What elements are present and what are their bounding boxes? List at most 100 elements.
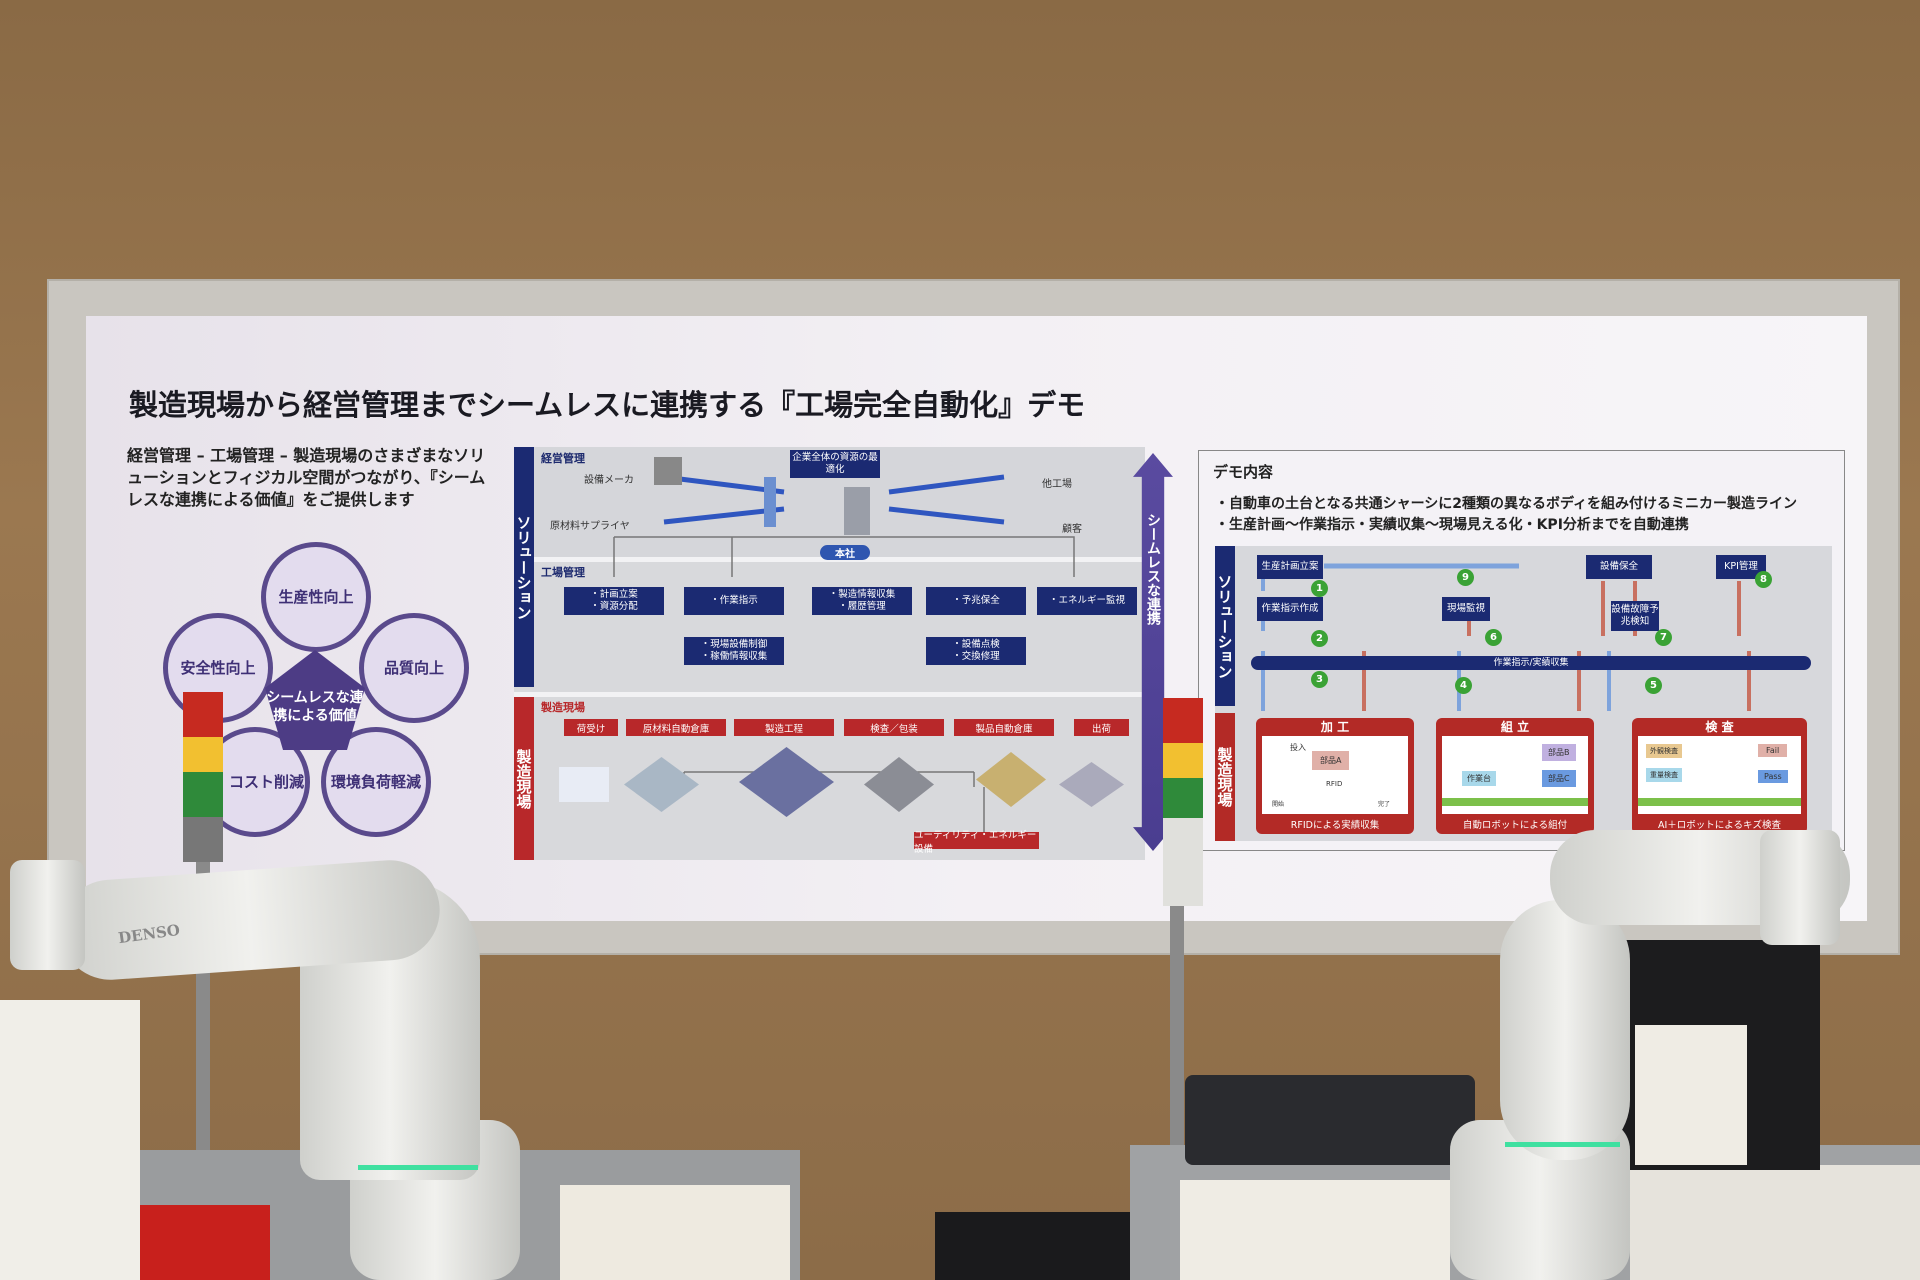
step-badge: 3: [1311, 671, 1328, 688]
truck-icon: [559, 767, 609, 802]
demo-maintenance-box: 設備保全: [1586, 555, 1652, 579]
tower-body: [1163, 818, 1203, 906]
management-label: 経営管理: [541, 452, 585, 465]
demo-bullet: ・自動車の土台となる共通シャーシに2種類の異なるボディを組み付けるミニカー製造ラ…: [1215, 496, 1798, 512]
stage-item: 外観検査: [1646, 744, 1682, 758]
stage-footer: AI＋ロボットによるキズ検査: [1657, 820, 1782, 831]
stage-body: 投入部品A RFID 開始 完了: [1262, 736, 1408, 814]
robot-gripper: [1760, 830, 1840, 945]
stage-item: 投入: [1290, 743, 1306, 752]
step-inspect-pack: 検査／包装: [844, 719, 944, 736]
hq-building-icon: [844, 487, 870, 535]
demo-failure-box: 設備故障予兆検知: [1611, 601, 1659, 631]
stage-body: 作業台 部品B 部品C: [1442, 736, 1588, 814]
control-box: ・現場設備制御 ・稼働情報収集: [684, 637, 784, 665]
seamless-label: シームレスな連携: [1145, 513, 1161, 625]
stage-item: Pass: [1758, 770, 1788, 783]
step-badge: 8: [1755, 571, 1772, 588]
robot-gripper: [10, 860, 85, 970]
history-box: ・製造情報収集 ・履歴管理: [812, 587, 912, 615]
equipment-maker-label: 設備メーカ: [584, 475, 634, 486]
step-product-warehouse: 製品自動倉庫: [954, 719, 1054, 736]
stage-footer: 自動ロボットによる組付: [1462, 820, 1568, 831]
stage-item: Fail: [1758, 744, 1788, 757]
green-lamp: [183, 772, 223, 817]
stage-item: 重量検査: [1646, 768, 1682, 782]
signal-tower-left: [183, 692, 223, 862]
site-section-label: 製造現場: [541, 701, 585, 714]
demo-heading: デモ内容: [1213, 463, 1274, 481]
inspection-box: ・設備点検 ・交換修理: [926, 637, 1026, 665]
step-badge: 7: [1655, 629, 1672, 646]
value-productivity: 生産性向上: [261, 542, 371, 652]
tower-pole: [1170, 906, 1184, 1156]
white-parts-tray: [560, 1185, 790, 1280]
optimize-box: 企業全体の資源の最適化: [790, 450, 880, 478]
stage-assembly: 組 立 作業台 部品B 部品C 自動ロボットによる組付: [1436, 718, 1594, 834]
status-ring: [358, 1165, 478, 1170]
factory-label: 工場管理: [541, 566, 585, 579]
utility-box: ユーティリティ・エネルギー設備: [914, 830, 1039, 855]
system-diagram: ソリューション 製造現場 経営管理 企業全体の資源の最適化 本社 設備メーカ 原…: [514, 447, 1145, 860]
other-factory-label: 他工場: [1042, 479, 1072, 490]
conveyor: [1442, 798, 1588, 806]
demo-bus: 作業指示/実績収集: [1251, 656, 1811, 670]
demo-panel: デモ内容 ・自動車の土台となる共通シャーシに2種類の異なるボディを組み付けるミニ…: [1198, 450, 1845, 851]
value-quality: 品質向上: [359, 613, 469, 723]
step-badge: 2: [1311, 630, 1328, 647]
step-badge: 4: [1455, 677, 1472, 694]
stage-item: 開始: [1272, 801, 1285, 808]
white-block: [1635, 1025, 1747, 1165]
poster-title: 製造現場から経営管理までシームレスに連携する『工場完全自動化』デモ: [129, 388, 1086, 422]
stage-title: 組 立: [1500, 720, 1530, 734]
stage-title: 加 工: [1320, 720, 1350, 734]
energy-box: ・エネルギー監視: [1037, 587, 1137, 615]
site-label: 製造現場: [514, 697, 534, 860]
step-badge: 6: [1485, 629, 1502, 646]
demo-plan-box: 生産計画立案: [1257, 555, 1323, 579]
yellow-lamp: [183, 737, 223, 772]
stage-item: 作業台: [1462, 771, 1496, 786]
weighing-scale: [1185, 1075, 1475, 1165]
red-lamp: [1163, 698, 1203, 743]
stage-footer: RFIDによる実績収集: [1290, 820, 1380, 831]
factory-band: [514, 562, 1145, 692]
demo-site-label: 製造現場: [1215, 713, 1235, 841]
demo-bullet: ・生産計画～作業指示・実績収集～現場見える化・KPI分析までを自動連携: [1215, 517, 1689, 533]
red-lamp: [183, 692, 223, 737]
plan-box: ・計画立案 ・資源分配: [564, 587, 664, 615]
solution-label: ソリューション: [514, 447, 534, 687]
step-badge: 9: [1457, 569, 1474, 586]
yellow-lamp: [1163, 743, 1203, 778]
step-receiving: 荷受け: [564, 719, 618, 736]
stage-item: 部品B: [1542, 744, 1576, 761]
demo-monitor-box: 現場監視: [1442, 597, 1490, 621]
stage-item: 部品A: [1312, 751, 1350, 770]
instruction-box: ・作業指示: [684, 587, 784, 615]
status-ring: [1505, 1142, 1620, 1147]
predictive-box: ・予兆保全: [926, 587, 1026, 615]
stage-machining: 加 工 投入部品A RFID 開始 完了 RFIDによる実績収集: [1256, 718, 1414, 834]
green-lamp: [1163, 778, 1203, 818]
customer-label: 顧客: [1062, 524, 1082, 535]
white-tray-right: [1180, 1180, 1450, 1280]
step-shipping: 出荷: [1074, 719, 1129, 736]
demo-instruction-box: 作業指示作成: [1257, 597, 1323, 621]
stage-item: RFID: [1326, 780, 1343, 788]
signal-tower-center: [1163, 698, 1203, 906]
supplier-label: 原材料サプライヤ: [550, 521, 630, 532]
white-tray-far-right: [1630, 1165, 1920, 1280]
poster-intro: 経営管理 – 工場管理 – 製造現場のさまざまなソリューションとフィジカル空間が…: [127, 446, 486, 509]
robot-lower-arm: [1500, 900, 1630, 1160]
factory-building-icon: [654, 457, 682, 485]
stage-item: 部品C: [1542, 770, 1576, 787]
step-raw-warehouse: 原材料自動倉庫: [626, 719, 726, 736]
step-badge: 1: [1311, 580, 1328, 597]
step-process: 製造工程: [734, 719, 834, 736]
hq-badge: 本社: [820, 545, 870, 560]
conveyor: [1638, 798, 1801, 806]
stage-item: 完了: [1378, 801, 1391, 808]
side-pedestal: [0, 1000, 140, 1280]
